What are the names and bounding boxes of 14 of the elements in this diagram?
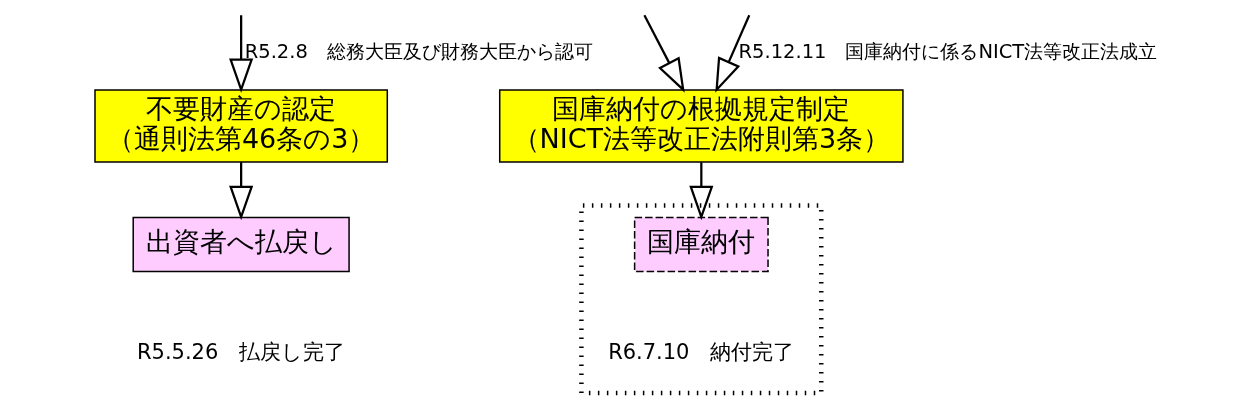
- arrow: [643, 14, 685, 93]
- arrow: [689, 162, 714, 221]
- arrow: [229, 15, 254, 94]
- node-label: R6.7.10 納付完了: [608, 340, 795, 365]
- node-box: 国庫納付: [633, 216, 769, 273]
- edge-label: R5.12.11 国庫納付に係るNICT法等改正法成立: [738, 39, 1158, 63]
- edge-label: R5.2.8 総務大臣及び財務大臣から認可: [244, 39, 593, 63]
- arrow: [229, 162, 254, 221]
- node-box: 国庫納付の根拠規定制定 （NICT法等改正法附則第3条）: [498, 89, 904, 163]
- node-label: R5.5.26 払戻し完了: [137, 340, 346, 365]
- arrow: [715, 14, 751, 93]
- node-box: 出資者へ払戻し: [132, 216, 350, 273]
- node-box: 不要財産の認定 （通則法第46条の3）: [94, 89, 389, 163]
- cluster: [579, 203, 824, 396]
